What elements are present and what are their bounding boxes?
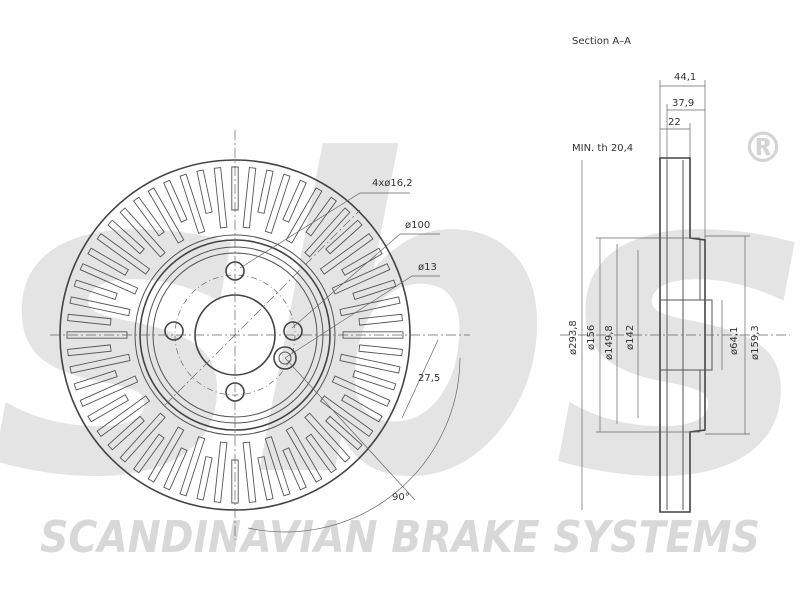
cooling-vane — [163, 179, 188, 223]
cooling-vane — [305, 433, 337, 474]
dia-label-159: ø159,3 — [750, 325, 761, 360]
section-title: Section A–A — [572, 36, 631, 47]
cooling-vane — [358, 344, 403, 357]
cooling-vane — [79, 375, 139, 407]
cooling-vane — [96, 233, 151, 275]
leader-pcd — [291, 233, 440, 329]
cooling-vane — [73, 370, 118, 391]
cooling-vane — [133, 433, 165, 474]
dia-label-142: ø142 — [625, 325, 636, 350]
min-thickness-label: MIN. th 20,4 — [572, 143, 633, 154]
locating-hole-outer — [273, 346, 297, 370]
leader-small-hole — [284, 275, 440, 359]
cooling-vane — [285, 187, 323, 244]
cooling-vane — [285, 426, 323, 483]
cooling-vane — [264, 173, 291, 234]
cooling-vane — [79, 263, 139, 295]
cooling-vane — [119, 207, 166, 258]
cooling-vane — [87, 394, 129, 423]
cooling-vane — [87, 247, 129, 276]
cooling-vane — [107, 219, 145, 255]
cooling-vane — [342, 331, 404, 339]
section-view: Section A–A MIN. th 20,4 44,1 37,9 22 — [560, 36, 790, 513]
cooling-vane — [319, 233, 374, 275]
leader-bolt-holes — [239, 192, 410, 269]
friction-ring-profile — [659, 157, 706, 513]
cooling-vane — [147, 426, 185, 483]
cooling-vane — [231, 459, 239, 504]
cooling-vane — [213, 167, 228, 229]
cooling-vanes — [66, 166, 404, 504]
cooling-vane — [96, 395, 151, 437]
cooling-vane — [69, 296, 131, 317]
cooling-vane — [304, 207, 351, 258]
cooling-vane — [196, 456, 213, 501]
cooling-vane — [305, 196, 337, 237]
cooling-vane — [67, 313, 112, 326]
cooling-vane — [67, 344, 112, 357]
cooling-vane — [73, 279, 118, 300]
cooling-vane — [107, 415, 145, 451]
offset-construction-line — [284, 357, 416, 501]
label-pcd: ø100 — [405, 220, 430, 231]
dia-label-293: ø293,8 — [568, 320, 579, 355]
cooling-vane — [325, 415, 363, 451]
cooling-vane — [257, 456, 274, 501]
cooling-vane — [331, 375, 391, 407]
cooling-vane — [133, 196, 165, 237]
cooling-vane — [196, 169, 213, 214]
watermark-tagline: SCANDINAVIAN BRAKE SYSTEMS — [40, 512, 760, 563]
cooling-vane — [325, 219, 363, 255]
locating-hole-inner — [278, 351, 292, 365]
label-angle: 90° — [392, 492, 410, 503]
cooling-vane — [304, 412, 351, 463]
cooling-vane — [179, 436, 206, 497]
offset-dimension-line — [401, 339, 439, 419]
cooling-vane — [69, 353, 131, 374]
front-view: 4xø16,2 ø100 ø13 27,5 90° — [50, 130, 470, 540]
cooling-vane — [319, 395, 374, 437]
width-label-1: 44,1 — [674, 72, 696, 83]
cooling-vane — [341, 394, 383, 423]
cooling-vane — [147, 187, 185, 244]
watermark-registered-mark: ® — [742, 123, 784, 172]
cooling-vane — [242, 167, 257, 229]
label-offset: 27,5 — [418, 373, 440, 384]
centre-line-diagonal — [164, 209, 361, 406]
label-bolt-holes: 4xø16,2 — [372, 178, 413, 189]
cooling-vane — [119, 412, 166, 463]
dia-label-149: ø149,8 — [604, 325, 615, 360]
cooling-vane — [339, 296, 401, 317]
width-label-3: 22 — [668, 117, 681, 128]
angle-arc — [247, 357, 461, 533]
width-label-2: 37,9 — [672, 98, 694, 109]
cooling-vane — [179, 173, 206, 234]
cooling-vane — [231, 166, 239, 211]
cooling-vane — [213, 441, 228, 503]
cooling-vane — [163, 447, 188, 491]
cooling-vane — [66, 331, 128, 339]
bolt-hole-left — [164, 321, 184, 341]
cooling-vane — [264, 436, 291, 497]
cooling-vane — [358, 313, 403, 326]
cooling-vane — [341, 247, 383, 276]
bolt-hole-right — [283, 321, 303, 341]
dia-label-156: ø156 — [586, 325, 597, 350]
cooling-vane — [282, 447, 307, 491]
cooling-vane — [352, 279, 397, 300]
cooling-vane — [331, 263, 391, 295]
label-small-hole: ø13 — [418, 262, 437, 273]
cooling-vane — [242, 441, 257, 503]
cooling-vane — [257, 169, 274, 214]
cooling-vane — [282, 179, 307, 223]
dia-label-64: ø64,1 — [729, 327, 740, 355]
cooling-vane — [339, 353, 401, 374]
cooling-vane — [352, 370, 397, 391]
